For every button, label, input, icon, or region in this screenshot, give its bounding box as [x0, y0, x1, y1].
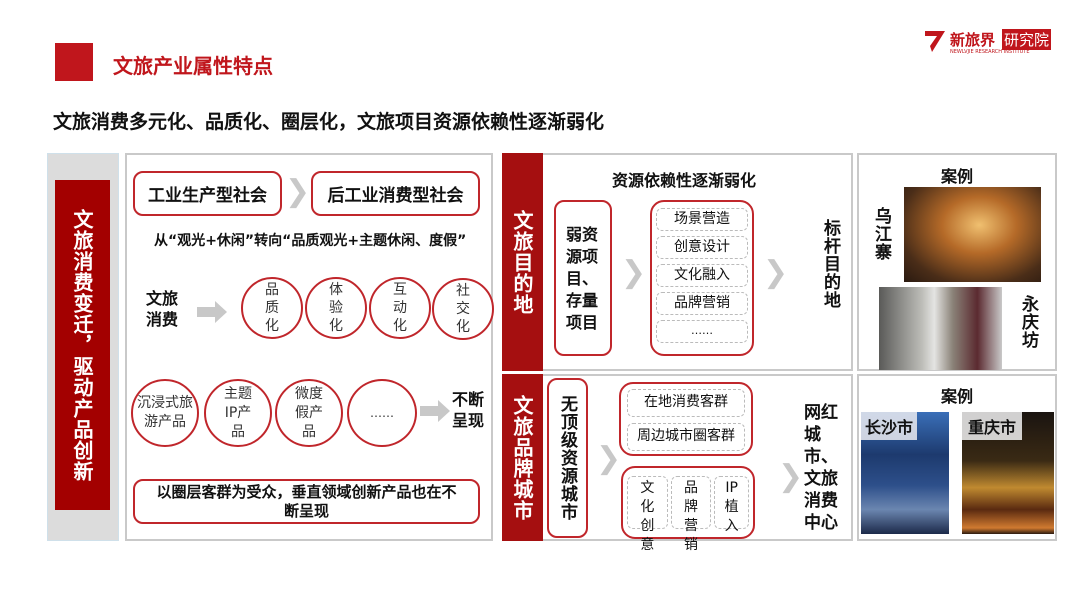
product-circle: 微度假产品: [275, 379, 343, 447]
destination-methods-box: 场景营造 创意设计 文化融入 品牌营销 ……: [650, 200, 754, 356]
destination-source-box: 弱资源项目、存量项目: [554, 200, 612, 356]
logo-mark-icon: [925, 31, 945, 52]
chevron-right-icon: ❯: [621, 255, 647, 290]
destination-side-label: 文旅目的地: [502, 153, 543, 371]
city-method-item: IP植入: [714, 476, 750, 534]
product-circle: ……: [347, 379, 417, 447]
destination-result: 标杆目的地: [820, 219, 840, 309]
trait-circle: 社交化: [432, 278, 494, 340]
left-panel: 工业生产型社会 ❯ 后工业消费型社会 从“观光+休闲”转向“品质观光+主题休闲、…: [125, 153, 494, 541]
product-circle: 主题IP产品: [204, 379, 272, 447]
subtitle: 文旅消费多元化、品质化、圈层化，文旅项目资源依赖性逐渐弱化: [53, 111, 605, 133]
case-photo-changsha: 长沙市: [861, 412, 949, 534]
method-item: 品牌营销: [656, 292, 748, 315]
emerging-label: 不断呈现: [452, 390, 485, 430]
chevron-right-icon: ❯: [763, 255, 789, 290]
bottom-summary-box: 以圈层客群为受众，垂直领域创新产品也在不断呈现: [133, 479, 480, 524]
trait-circle: 品质化: [241, 277, 303, 339]
left-side-label: 文旅消费变迁，驱动产品创新: [55, 180, 110, 510]
destination-cases-panel: 案例 乌江寨 永庆坊: [857, 153, 1057, 371]
city-cases-panel: 案例 长沙市 重庆市: [857, 374, 1057, 541]
logo-name: 新旅界: [950, 31, 996, 49]
logo: 新旅界 研究院 NEWLVJIE RESEARCH INSTITUTE: [922, 26, 1067, 58]
to-society-box: 后工业消费型社会: [311, 171, 480, 216]
city-result: 网红城市、文旅消费中心: [804, 403, 838, 533]
case-title: 案例: [941, 387, 974, 406]
destination-title: 资源依赖性逐渐弱化: [612, 171, 757, 190]
from-society-box: 工业生产型社会: [133, 171, 282, 216]
case-label: 长沙市: [861, 412, 918, 440]
audience-item: 周边城市圈客群: [627, 423, 745, 451]
case-label: 永庆坊: [1018, 295, 1038, 349]
method-item: ……: [656, 320, 748, 343]
city-methods-box: 文化创意 品牌营销 IP植入: [621, 466, 755, 553]
chevron-right-icon: ❯: [596, 441, 622, 476]
city-method-item: 文化创意: [627, 476, 668, 553]
arrow-right-icon: [197, 301, 227, 323]
page-title: 文旅产业属性特点: [113, 54, 273, 78]
method-item: 创意设计: [656, 236, 748, 259]
case-photo-yongqingfang: [879, 287, 1002, 370]
chevron-right-icon: ❯: [778, 459, 804, 494]
destination-panel: 文旅目的地 资源依赖性逐渐弱化 弱资源项目、存量项目 ❯ 场景营造 创意设计 文…: [502, 153, 853, 371]
shift-text: 从“观光+休闲”转向“品质观光+主题休闲、度假”: [154, 233, 467, 249]
case-photo-chongqing: 重庆市: [962, 412, 1054, 534]
audience-box: 在地消费客群 周边城市圈客群: [619, 382, 753, 456]
method-item: 场景营造: [656, 208, 748, 231]
city-panel: 文旅品牌城市 无顶级资源城市 ❯ 在地消费客群 周边城市圈客群 文化创意 品牌营…: [502, 374, 853, 553]
logo-tagline: NEWLVJIE RESEARCH INSTITUTE: [950, 49, 1030, 55]
city-side-label: 文旅品牌城市: [502, 374, 543, 541]
case-photo-wujiangzhai: [904, 187, 1041, 282]
city-method-item: 品牌营销: [670, 476, 712, 553]
logo-badge: 研究院: [1002, 29, 1052, 50]
consumption-label: 文旅消费: [146, 289, 179, 329]
city-source-box: 无顶级资源城市: [547, 378, 588, 538]
case-label: 乌江寨: [871, 207, 891, 261]
title-accent-block: [55, 43, 93, 81]
arrow-right-icon: [420, 400, 450, 422]
case-label: 重庆市: [962, 412, 1023, 440]
case-title: 案例: [941, 167, 974, 186]
trait-circle: 体验化: [305, 277, 367, 339]
trait-circle: 互动化: [369, 277, 431, 339]
method-item: 文化融入: [656, 264, 748, 287]
chevron-right-icon: ❯: [285, 174, 311, 209]
audience-item: 在地消费客群: [627, 389, 745, 417]
product-circle: 沉浸式旅游产品: [131, 379, 199, 447]
